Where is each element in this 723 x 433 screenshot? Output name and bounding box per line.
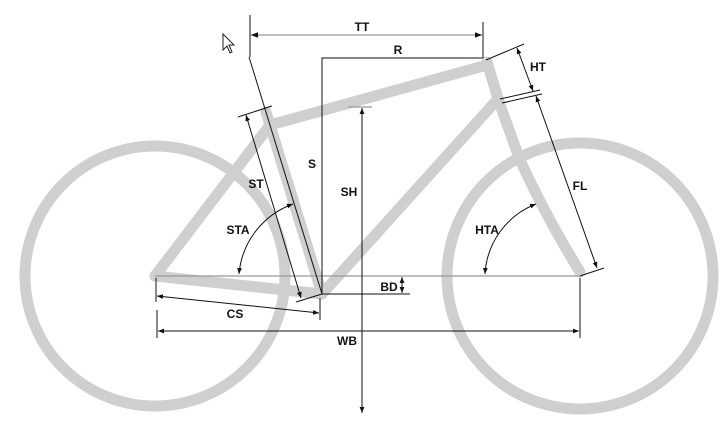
sh-label: SH xyxy=(341,185,358,199)
st-tick xyxy=(237,105,273,118)
ht-label: HT xyxy=(530,60,547,74)
bd-label: BD xyxy=(380,280,398,294)
ht-tick-bottom xyxy=(499,89,541,100)
cs-label: CS xyxy=(227,307,244,321)
top-tube xyxy=(264,59,493,131)
r-label: R xyxy=(394,43,403,57)
fl-label: FL xyxy=(573,179,588,193)
sta-arc xyxy=(237,203,294,275)
mouse-cursor-icon xyxy=(222,32,236,54)
sta-label: STA xyxy=(226,223,249,237)
hta-arc xyxy=(482,203,537,275)
s-label: S xyxy=(308,157,316,171)
wb-label: WB xyxy=(337,334,357,348)
hta-label: HTA xyxy=(475,223,499,237)
fl-tick-bottom xyxy=(579,267,605,277)
down-tube xyxy=(316,94,503,300)
cs-dimension xyxy=(156,294,320,315)
ht-tick-top xyxy=(485,43,525,61)
fl-tick-top xyxy=(501,93,543,104)
head-tube xyxy=(481,56,505,108)
reach-stack-lines xyxy=(321,57,483,294)
st-label: ST xyxy=(248,177,264,191)
ht-dimension xyxy=(516,47,534,92)
fl-dimension xyxy=(535,95,598,269)
tt-label: TT xyxy=(355,20,370,34)
